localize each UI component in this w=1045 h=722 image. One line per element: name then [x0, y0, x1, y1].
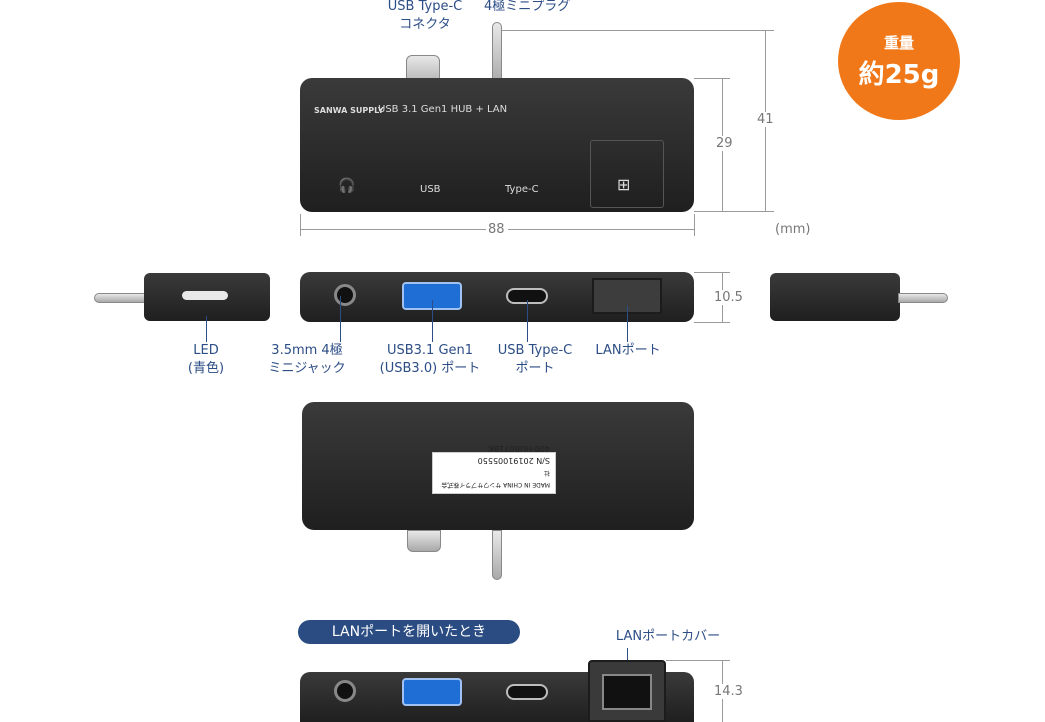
led-indicator — [182, 291, 228, 300]
hub-front-side — [300, 272, 694, 322]
open-usb-c-port — [506, 684, 548, 700]
sticker-line3: 400-HUB071BK — [488, 444, 550, 453]
plug-top-guide — [502, 30, 774, 31]
bottom-type-c — [407, 530, 441, 552]
led-label-line1: LED — [193, 343, 219, 358]
leader-jack — [340, 296, 341, 342]
hub-right-side — [770, 273, 900, 321]
leader-led — [206, 316, 207, 342]
dim-total-height-value: 41 — [755, 112, 776, 127]
lan-open-pill: LANポートを開いたとき — [298, 620, 520, 644]
usb-label: USB3.1 Gen1 (USB3.0) ポート — [362, 342, 498, 378]
open-lan-socket — [602, 674, 652, 710]
jack-label-line1: 3.5mm 4極 — [271, 343, 343, 358]
typec-label-line1: USB Type-C — [497, 343, 573, 358]
lan-cover-label: LANポートカバー — [615, 629, 721, 644]
usb-port-label: USB — [420, 184, 441, 195]
leader-typec — [527, 300, 528, 342]
dim-left-tick — [300, 214, 301, 236]
led-label: LED (青色) — [166, 342, 246, 378]
dim-width-value: 88 — [488, 222, 505, 237]
unit-label: (mm) — [775, 222, 811, 237]
open-top-guide — [666, 660, 730, 661]
led-label-line2: (青色) — [187, 361, 225, 376]
side-bottom-guide — [694, 322, 730, 323]
hub-bottom-body: MADE IN CHINA サンワサプライ株式会社 S/N 2019100555… — [302, 402, 694, 530]
open-lan-port — [588, 660, 666, 722]
jack-label: 3.5mm 4極 ミニジャック — [256, 342, 358, 378]
open-audio-jack — [334, 680, 356, 702]
leader-lan — [627, 306, 628, 342]
type-c-connector-label: USB Type-C コネクタ — [370, 0, 480, 34]
typec-label-line2: ポート — [515, 361, 555, 376]
sticker-line2: S/N 20191005550 — [477, 456, 550, 465]
plug-label: 4極ミニプラグ — [484, 0, 571, 14]
leader-usb — [432, 300, 433, 342]
dim-open-value: 14.3 — [712, 684, 745, 699]
network-icon: ⊞ — [617, 175, 631, 194]
weight-badge: 重量 約25g — [838, 2, 960, 120]
weight-badge-line2: 約25g — [858, 60, 940, 90]
bottom-plug — [492, 530, 502, 580]
audio-plug — [492, 22, 502, 84]
dim-width-line — [300, 229, 486, 230]
type-c-label-line1: USB Type-C — [387, 0, 463, 14]
audio-jack — [334, 284, 356, 306]
weight-badge-line1: 重量 — [883, 34, 914, 52]
brand-text: SANWA SUPPLY — [314, 106, 384, 115]
hub-left-side — [144, 273, 270, 321]
usb-label-line1: USB3.1 Gen1 — [386, 343, 474, 358]
model-text: USB 3.1 Gen1 HUB + LAN — [378, 104, 508, 115]
side-top-guide — [694, 272, 730, 273]
leader-cover — [627, 648, 628, 664]
dim-right-tick — [694, 214, 695, 236]
lan-label: LANポート — [595, 343, 661, 358]
jack-label-line2: ミニジャック — [268, 361, 346, 376]
left-plug — [94, 293, 146, 303]
body-top-guide — [694, 78, 730, 79]
dim-side-value: 10.5 — [712, 290, 745, 305]
type-c-label-line2: コネクタ — [399, 17, 451, 32]
headphone-icon: 🎧 — [338, 178, 356, 194]
sticker-line1: MADE IN CHINA サンワサプライ株式会社 — [441, 469, 550, 488]
typec-label: USB Type-C ポート — [480, 342, 590, 378]
right-plug — [898, 293, 948, 303]
hub-top-body: SANWA SUPPLY USB 3.1 Gen1 HUB + LAN 🎧 US… — [300, 78, 694, 212]
dim-width-line-r — [508, 229, 694, 230]
body-bottom-guide — [694, 211, 774, 212]
open-usb-a-port — [402, 678, 462, 706]
product-sticker: MADE IN CHINA サンワサプライ株式会社 S/N 2019100555… — [432, 444, 556, 494]
usb-label-line2: (USB3.0) ポート — [379, 361, 481, 376]
dim-body-height-value: 29 — [714, 136, 735, 151]
lan-cover: ⊞ — [590, 140, 664, 208]
type-c-port-label: Type-C — [505, 184, 539, 195]
